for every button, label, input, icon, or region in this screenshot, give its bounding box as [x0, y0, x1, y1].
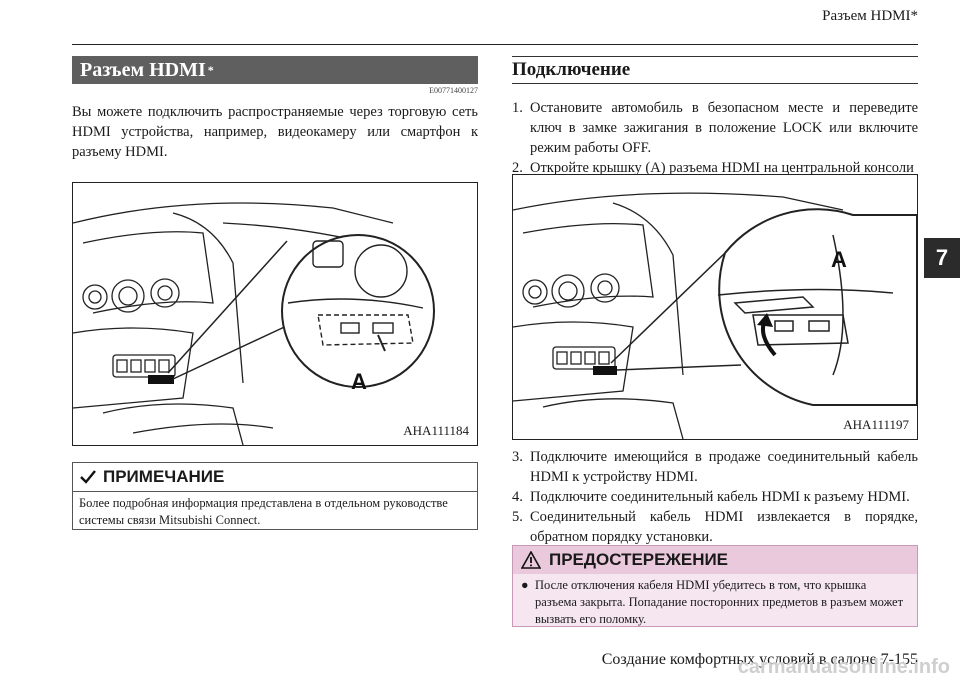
warning-box: ПРЕДОСТЕРЕЖЕНИЕ ● После отключения кабел…	[512, 545, 918, 627]
watermark: carmanualsonline.info	[737, 656, 950, 678]
document-code: E00771400127	[429, 86, 478, 95]
warning-header: ПРЕДОСТЕРЕЖЕНИЕ	[513, 546, 917, 574]
step-4: 4. Подключите соединительный кабель HDMI…	[512, 487, 918, 507]
intro-paragraph: Вы можете подключить распространяемые че…	[72, 104, 478, 160]
note-header: ПРИМЕЧАНИЕ	[73, 463, 477, 492]
step-number: 3.	[512, 449, 523, 465]
section-title-hdmi: Разъем HDMI*	[72, 56, 478, 84]
figure-console-closed: A AHA111184	[72, 182, 478, 446]
section-title-connection: Подключение	[512, 56, 918, 84]
figure-label-a: A	[831, 247, 847, 272]
figure-code: AHA111197	[843, 417, 909, 432]
step-text: Подключите имеющийся в продаже соедините…	[530, 449, 918, 485]
step-number: 2.	[512, 160, 523, 176]
console-illustration: A	[73, 202, 435, 445]
chapter-tab: 7	[924, 238, 960, 278]
section-title-mark: *	[207, 62, 214, 77]
step-text: Соединительный кабель HDMI извлекается в…	[530, 509, 918, 545]
page-footer: Создание комфортных условий в салоне 7-1…	[601, 651, 918, 668]
figure-console-open: A AHA111197	[512, 174, 918, 440]
note-heading: ПРИМЕЧАНИЕ	[103, 467, 225, 486]
step-5: 5. Соединительный кабель HDMI извлекаетс…	[512, 507, 918, 547]
warning-item: ● После отключения кабеля HDMI убедитесь…	[513, 574, 917, 628]
step-number: 4.	[512, 489, 523, 505]
bullet-icon: ●	[521, 578, 529, 592]
step-3: 3. Подключите имеющийся в продаже соедин…	[512, 447, 918, 487]
step-2: 2. Откройте крышку (A) разъема HDMI на ц…	[512, 158, 918, 178]
steps-group-a: 1. Остановите автомобиль в безопасном ме…	[512, 98, 918, 178]
warning-text: После отключения кабеля HDMI убедитесь в…	[535, 578, 904, 626]
steps-group-b: 3. Подключите имеющийся в продаже соедин…	[512, 447, 918, 547]
note-box: ПРИМЕЧАНИЕ Более подробная информация пр…	[72, 462, 478, 530]
running-header: Разъем HDMI*	[822, 8, 918, 24]
figure-label-a: A	[351, 369, 367, 394]
warning-heading: ПРЕДОСТЕРЕЖЕНИЕ	[549, 550, 729, 569]
header-rule	[72, 44, 918, 45]
warning-triangle-icon	[521, 551, 541, 569]
figure-code: AHA111184	[403, 423, 469, 438]
step-number: 5.	[512, 509, 523, 525]
step-number: 1.	[512, 100, 523, 116]
step-text: Откройте крышку (A) разъема HDMI на цент…	[530, 160, 914, 176]
console-open-illustration: A	[513, 192, 917, 439]
step-text: Остановите автомобиль в безопасном месте…	[530, 100, 918, 156]
step-text: Подключите соединительный кабель HDMI к …	[530, 489, 910, 505]
section-title-text: Разъем HDMI	[80, 58, 206, 81]
note-text: Более подробная информация представлена …	[79, 496, 448, 527]
step-1: 1. Остановите автомобиль в безопасном ме…	[512, 98, 918, 158]
check-icon	[80, 470, 96, 484]
